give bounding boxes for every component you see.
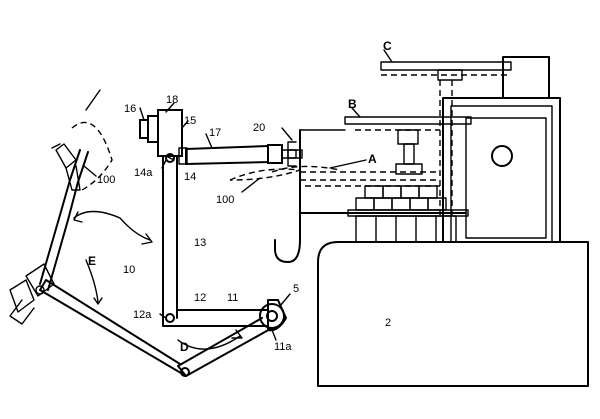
- label-5: 5: [293, 283, 299, 295]
- leader-lines: [83, 49, 393, 341]
- pivot-5: [259, 303, 285, 329]
- label-17: 17: [209, 127, 221, 139]
- label-11: 11: [227, 292, 238, 304]
- conveyor-c: [380, 61, 512, 215]
- machine-body: [317, 241, 589, 387]
- press-station: [300, 129, 469, 243]
- label-12: 12: [194, 292, 206, 304]
- label-b: B: [348, 97, 357, 111]
- label-10: 10: [123, 264, 135, 276]
- swung-arm-d: [39, 279, 273, 377]
- workpiece-100: [229, 168, 301, 181]
- label-a: A: [368, 152, 377, 166]
- upper-housing: [442, 56, 561, 243]
- label-14: 14: [184, 171, 196, 183]
- label-14a: 14a: [134, 167, 153, 179]
- rod-17: [185, 144, 341, 173]
- label-12a: 12a: [133, 309, 152, 321]
- head-assembly: [139, 109, 188, 165]
- arm-13: [162, 144, 178, 319]
- label-11a: 11a: [274, 341, 292, 353]
- label-20: 20: [253, 122, 265, 134]
- label-d: D: [180, 340, 189, 354]
- label-100-lower: 100: [216, 194, 234, 206]
- conveyor-b: [344, 116, 472, 131]
- reference-labels: 2 5 10 11 11a 12 12a 13 14 14a 15 16 17 …: [88, 39, 392, 354]
- label-100-upper: 100: [97, 174, 115, 186]
- label-16: 16: [124, 103, 136, 115]
- housing-knob: [491, 145, 513, 167]
- label-18: 18: [166, 94, 178, 106]
- label-13: 13: [194, 237, 206, 249]
- label-c: C: [383, 39, 392, 53]
- label-2: 2: [385, 317, 391, 329]
- label-15: 15: [184, 115, 196, 127]
- label-e: E: [88, 254, 96, 268]
- swung-arm-e: [9, 89, 153, 325]
